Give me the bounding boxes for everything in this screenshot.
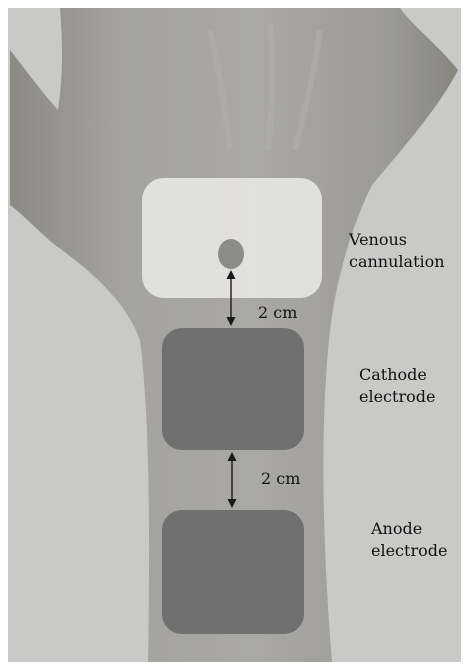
venous-cannulation-label-line2: cannulation — [349, 251, 445, 273]
distance-label-top: 2 cm — [258, 302, 297, 324]
venous-cannulation-patch — [142, 178, 322, 298]
cannula-marker — [218, 239, 244, 269]
cathode-electrode-label-line1: Cathode — [359, 364, 435, 386]
anode-electrode-label: Anode electrode — [371, 518, 447, 562]
anode-electrode-label-line2: electrode — [371, 540, 447, 562]
venous-cannulation-label-line1: Venous — [349, 229, 445, 251]
cathode-electrode — [162, 328, 304, 450]
distance-label-bottom: 2 cm — [261, 468, 300, 490]
cathode-electrode-label: Cathode electrode — [359, 364, 435, 408]
anode-electrode — [162, 510, 304, 634]
anode-electrode-label-line1: Anode — [371, 518, 447, 540]
venous-cannulation-label: Venous cannulation — [349, 229, 445, 273]
cathode-electrode-label-line2: electrode — [359, 386, 435, 408]
